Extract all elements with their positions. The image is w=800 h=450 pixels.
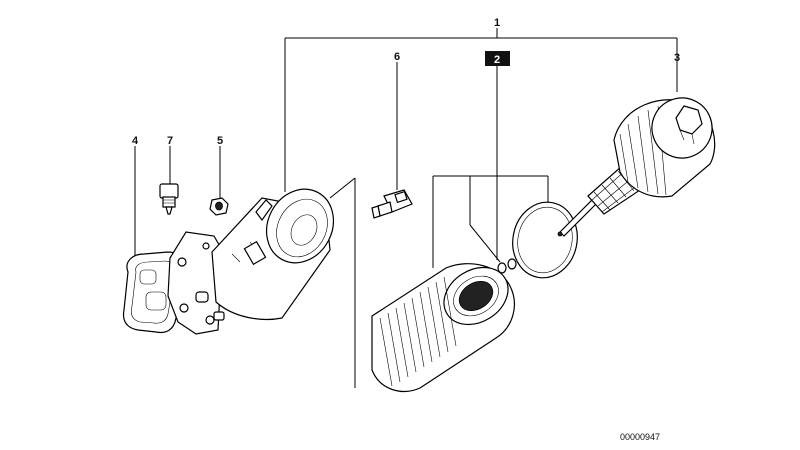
callout-4: 4 [132, 135, 139, 147]
callout-1: 1 [494, 17, 500, 29]
callout-2-box [485, 51, 510, 66]
diagram-reference-number: 00000947 [620, 432, 660, 442]
oil-filter-element-part [371, 263, 515, 392]
leader-lines [134, 28, 678, 388]
callout-7: 7 [167, 135, 173, 147]
oil-filter-housing-part [167, 188, 335, 335]
oil-pressure-switch-part [371, 189, 413, 219]
gasket-part [122, 251, 184, 334]
seal-ring-part [512, 201, 578, 279]
sensor-part [159, 183, 179, 215]
callout-6: 6 [394, 51, 400, 63]
callout-5: 5 [217, 135, 223, 147]
callout-3: 3 [674, 52, 680, 64]
filter-cap-part [557, 97, 716, 237]
o-rings-part [497, 258, 517, 274]
callout-2: 2 [494, 54, 500, 66]
nut-part [209, 197, 229, 216]
